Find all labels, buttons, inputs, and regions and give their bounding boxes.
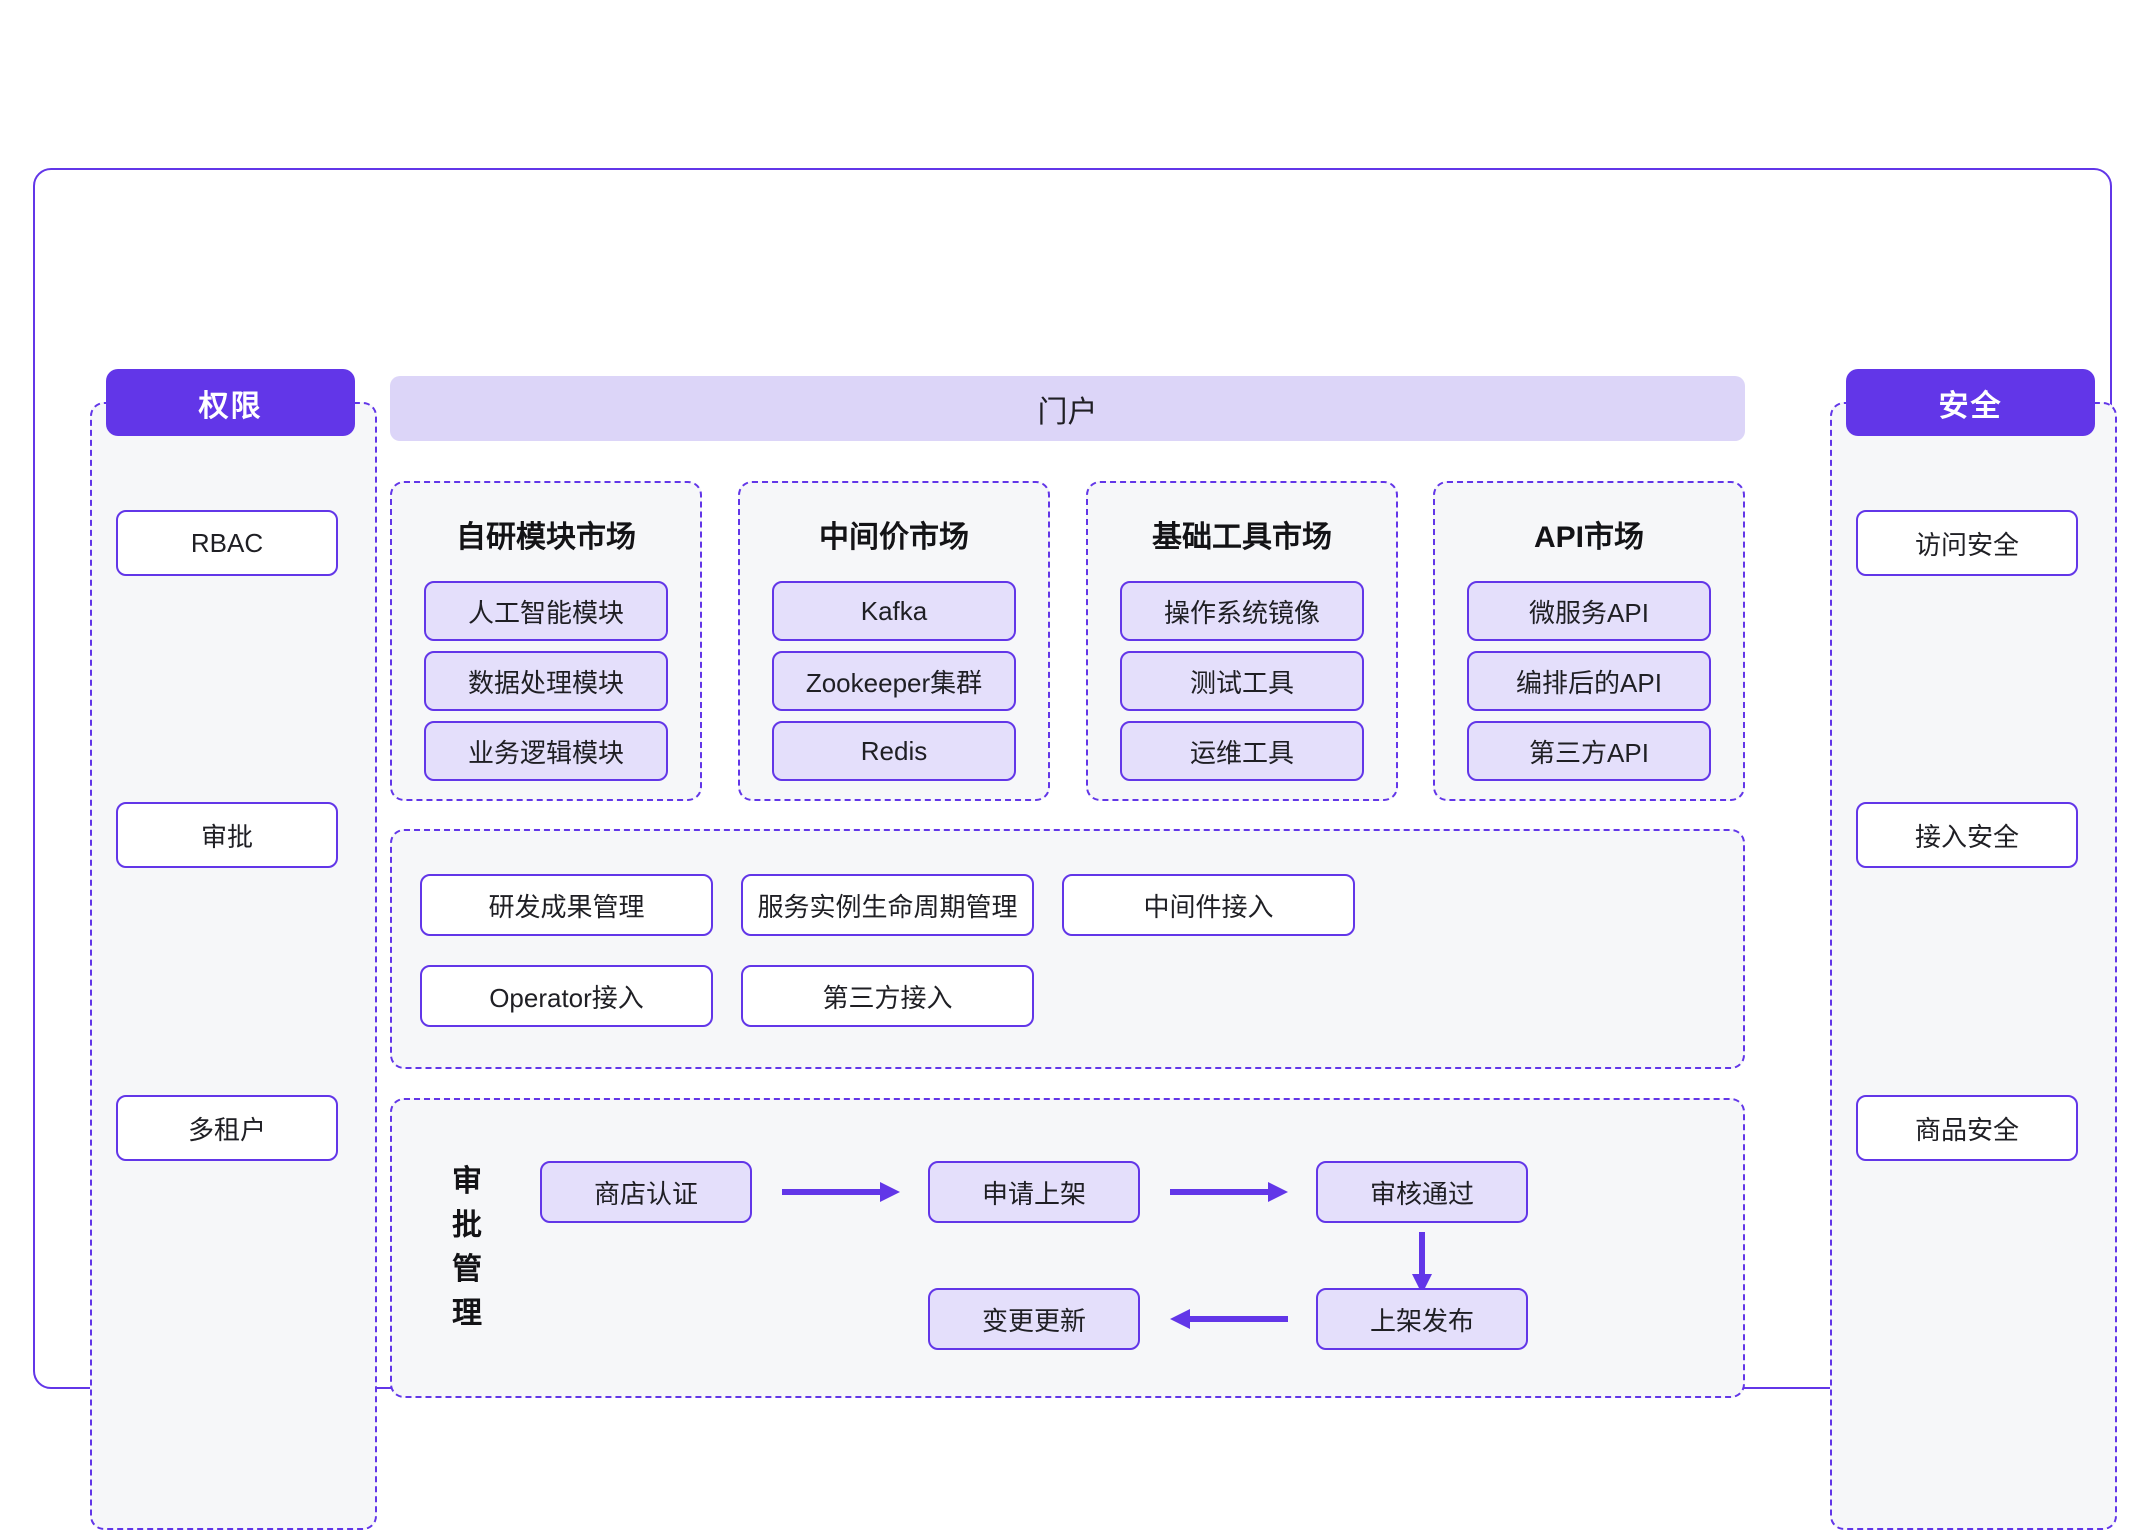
flow-node-shop-cert[interactable]: 商店认证 (540, 1161, 752, 1223)
flow-node-review-passed[interactable]: 审核通过 (1316, 1161, 1528, 1223)
market-item-zookeeper-cluster[interactable]: Zookeeper集群 (772, 651, 1016, 711)
approval-section-label: 审批管理 (452, 1165, 482, 1330)
market-item-business-logic-module[interactable]: 业务逻辑模块 (424, 721, 668, 781)
market-column-api: API市场 微服务API 编排后的API 第三方API (1433, 481, 1745, 801)
market-item-data-processing-module[interactable]: 数据处理模块 (424, 651, 668, 711)
management-item-service-lifecycle[interactable]: 服务实例生命周期管理 (741, 874, 1034, 936)
market-item-test-tools[interactable]: 测试工具 (1120, 651, 1364, 711)
management-item-operator-ingress[interactable]: Operator接入 (420, 965, 713, 1027)
security-item-ingress[interactable]: 接入安全 (1856, 802, 2078, 868)
market-item-ai-module[interactable]: 人工智能模块 (424, 581, 668, 641)
market-title-self-developed: 自研模块市场 (456, 521, 636, 554)
market-column-middleware: 中间价市场 Kafka Zookeeper集群 Redis (738, 481, 1050, 801)
portal-banner: 门户 (390, 376, 1745, 441)
arrow-apply-to-review (1170, 1182, 1288, 1202)
market-title-middleware: 中间价市场 (819, 521, 969, 554)
security-panel-frame (1830, 402, 2117, 1530)
architecture-diagram: 权限 RBAC 审批 多租户 安全 访问安全 接入安全 商品安全 门户 自研模块… (33, 168, 2117, 1530)
flow-node-change-update[interactable]: 变更更新 (928, 1288, 1140, 1350)
markets-row: 自研模块市场 人工智能模块 数据处理模块 业务逻辑模块 中间价市场 Kafka … (390, 481, 1745, 801)
arrow-publish-to-change (1170, 1309, 1288, 1329)
permission-panel-frame (90, 402, 377, 1530)
permission-item-approval[interactable]: 审批 (116, 802, 338, 868)
management-item-rnd-asset[interactable]: 研发成果管理 (420, 874, 713, 936)
permission-panel: 权限 RBAC 审批 多租户 (90, 369, 377, 1530)
flow-node-publish[interactable]: 上架发布 (1316, 1288, 1528, 1350)
market-column-self-developed: 自研模块市场 人工智能模块 数据处理模块 业务逻辑模块 (390, 481, 702, 801)
permission-panel-header: 权限 (106, 369, 355, 436)
security-item-product[interactable]: 商品安全 (1856, 1095, 2078, 1161)
market-title-api: API市场 (1533, 521, 1644, 554)
management-item-third-party-ingress[interactable]: 第三方接入 (741, 965, 1034, 1027)
approval-frame (390, 1098, 1745, 1398)
market-title-base-tools: 基础工具市场 (1152, 521, 1332, 554)
market-item-redis[interactable]: Redis (772, 721, 1016, 781)
management-section: 研发成果管理 服务实例生命周期管理 中间件接入 Operator接入 第三方接入 (390, 829, 1745, 1069)
approval-section: 审批管理 商店认证 申请上架 审核通过 上架发布 变更更新 (390, 1098, 1745, 1398)
market-item-kafka[interactable]: Kafka (772, 581, 1016, 641)
market-item-microservice-api[interactable]: 微服务API (1467, 581, 1711, 641)
market-item-orchestrated-api[interactable]: 编排后的API (1467, 651, 1711, 711)
permission-item-multitenant[interactable]: 多租户 (116, 1095, 338, 1161)
market-column-base-tools: 基础工具市场 操作系统镜像 测试工具 运维工具 (1086, 481, 1398, 801)
market-item-ops-tools[interactable]: 运维工具 (1120, 721, 1364, 781)
arrow-review-to-publish (1412, 1232, 1432, 1294)
security-panel: 安全 访问安全 接入安全 商品安全 (1830, 369, 2117, 1530)
security-item-access[interactable]: 访问安全 (1856, 510, 2078, 576)
arrow-shop-cert-to-apply (782, 1182, 900, 1202)
flow-node-apply-listing[interactable]: 申请上架 (928, 1161, 1140, 1223)
market-item-third-party-api[interactable]: 第三方API (1467, 721, 1711, 781)
market-item-os-image[interactable]: 操作系统镜像 (1120, 581, 1364, 641)
management-frame (390, 829, 1745, 1069)
permission-item-rbac[interactable]: RBAC (116, 510, 338, 576)
security-panel-header: 安全 (1846, 369, 2095, 436)
management-item-middleware-ingress[interactable]: 中间件接入 (1062, 874, 1355, 936)
